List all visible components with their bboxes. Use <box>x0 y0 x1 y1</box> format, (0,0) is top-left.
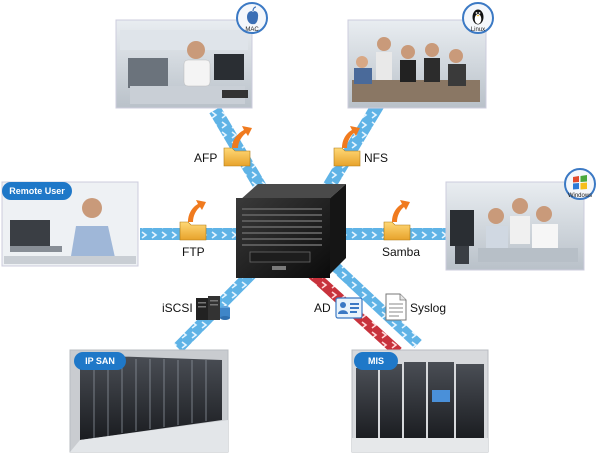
mis-badge: MIS <box>368 356 384 366</box>
protocol-label-afp: AFP <box>194 151 217 165</box>
folder-icon-samba <box>383 200 411 241</box>
folder-icon-afp <box>223 126 252 167</box>
protocol-label-iscsi: iSCSI <box>162 301 193 315</box>
mac-badge: MAC <box>245 27 259 33</box>
protocol-label-samba: Samba <box>382 245 420 259</box>
mac-office-node: MAC <box>115 2 268 109</box>
ip-san-badge: IP SAN <box>85 356 115 366</box>
ad-user-card-icon <box>335 297 363 319</box>
windows-badge: Windows <box>568 193 592 199</box>
storage-server <box>236 184 346 278</box>
linux-penguin-icon: Linux <box>462 2 494 34</box>
remote-user-node: Remote User <box>1 181 139 267</box>
linux-badge: Linux <box>471 27 485 33</box>
protocol-label-nfs: NFS <box>364 151 388 165</box>
ip-san-node: IP SAN <box>69 349 229 453</box>
iscsi-server-icon <box>196 296 230 320</box>
link-mis-syslog <box>322 253 422 349</box>
mis-node: MIS <box>351 349 489 453</box>
protocol-label-ad: AD <box>314 301 331 315</box>
syslog-document-icon <box>385 293 407 321</box>
protocol-label-ftp: FTP <box>182 245 205 259</box>
folder-icon-ftp <box>179 200 207 241</box>
linux-meeting-node: Linux <box>347 2 494 109</box>
protocol-label-syslog: Syslog <box>410 301 446 315</box>
windows-logo-icon: Windows <box>564 168 596 200</box>
folder-icon-nfs <box>333 126 361 167</box>
remote-user-badge: Remote User <box>9 186 65 196</box>
remote-user-badge-bg <box>2 182 72 200</box>
windows-office-node: Windows <box>445 168 596 271</box>
apple-icon: MAC <box>236 2 268 34</box>
